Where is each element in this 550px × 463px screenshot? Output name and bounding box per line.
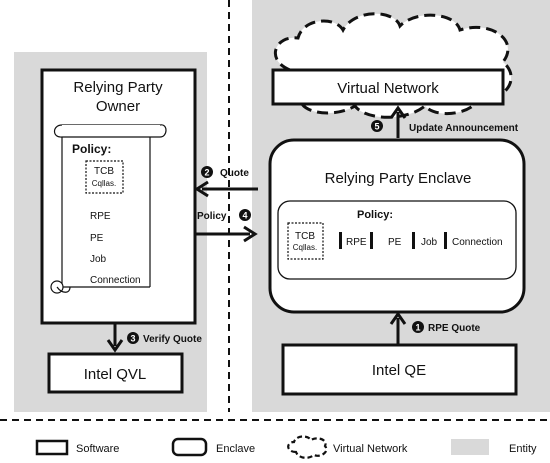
- intel-qvl-label: Intel QVL: [84, 366, 147, 383]
- policy-divider-4: [444, 232, 447, 249]
- right-policy-item-job: Job: [421, 237, 438, 248]
- step-4-label: Policy: [197, 211, 227, 222]
- legend-entity-label: Entity: [509, 443, 537, 455]
- step-5-number: 5: [374, 122, 379, 132]
- intel-qe-label: Intel QE: [372, 362, 426, 379]
- right-tcb-line2: Cqllas.: [293, 243, 317, 252]
- step-2-number: 2: [204, 168, 209, 178]
- left-tcb-line2: Cqllas.: [92, 179, 116, 188]
- right-tcb-stamp: [287, 222, 324, 260]
- relying-party-owner-box: [40, 68, 197, 325]
- owner-title-line2: Owner: [96, 98, 140, 115]
- step-3-badge: [127, 332, 139, 344]
- right-policy-item-rpe: RPE: [346, 237, 367, 248]
- left-policy-heading: Policy:: [72, 142, 111, 156]
- left-tcb-line1: TCB: [94, 166, 114, 177]
- legend-entity-swatch: [451, 439, 489, 455]
- left-policy-item-pe: PE: [90, 233, 104, 244]
- virtual-network-box: [271, 68, 505, 106]
- step-2-badge: [201, 166, 213, 178]
- right-tcb-line1: TCB: [295, 231, 315, 242]
- policy-scroll: [50, 124, 167, 294]
- legend-enclave-swatch: [171, 437, 208, 457]
- right-policy-item-pe: PE: [388, 237, 402, 248]
- legend-enclave-label: Enclave: [216, 443, 255, 455]
- left-policy-item-job: Job: [90, 254, 107, 265]
- step-5-label: Update Announcement: [409, 123, 519, 134]
- enclave-policy-box: [277, 200, 517, 280]
- policy-divider-2: [370, 232, 373, 249]
- virtual-network-label: Virtual Network: [337, 80, 439, 97]
- step-3-number: 3: [130, 334, 135, 344]
- legend-virtual-network-swatch: [287, 435, 328, 459]
- intel-qvl-box: [47, 352, 184, 394]
- legend-software-swatch: [35, 439, 69, 456]
- step-4-badge: [239, 209, 251, 221]
- legend-software-label: Software: [76, 443, 119, 455]
- owner-title-line1: Relying Party: [73, 79, 163, 96]
- policy-divider-1: [339, 232, 342, 249]
- step-1-badge: [412, 321, 424, 333]
- legend: Software Enclave Virtual Network Entity: [35, 435, 537, 459]
- right-policy-heading: Policy:: [357, 209, 393, 221]
- left-policy-item-connection: Connection: [90, 275, 141, 286]
- step-1-number: 1: [415, 323, 420, 333]
- policy-divider-3: [412, 232, 415, 249]
- legend-virtual-network-label: Virtual Network: [333, 443, 408, 455]
- left-policy-item-rpe: RPE: [90, 211, 111, 222]
- enclave-label: Relying Party Enclave: [325, 170, 472, 187]
- step-5-badge: [371, 120, 383, 132]
- step-1-label: RPE Quote: [428, 323, 481, 334]
- intel-qe-box: [281, 343, 518, 396]
- step-3-label: Verify Quote: [143, 334, 202, 345]
- step-4-number: 4: [242, 211, 247, 221]
- step-2-label: Quote: [220, 168, 249, 179]
- right-policy-item-connection: Connection: [452, 237, 503, 248]
- left-tcb-stamp: [85, 160, 124, 194]
